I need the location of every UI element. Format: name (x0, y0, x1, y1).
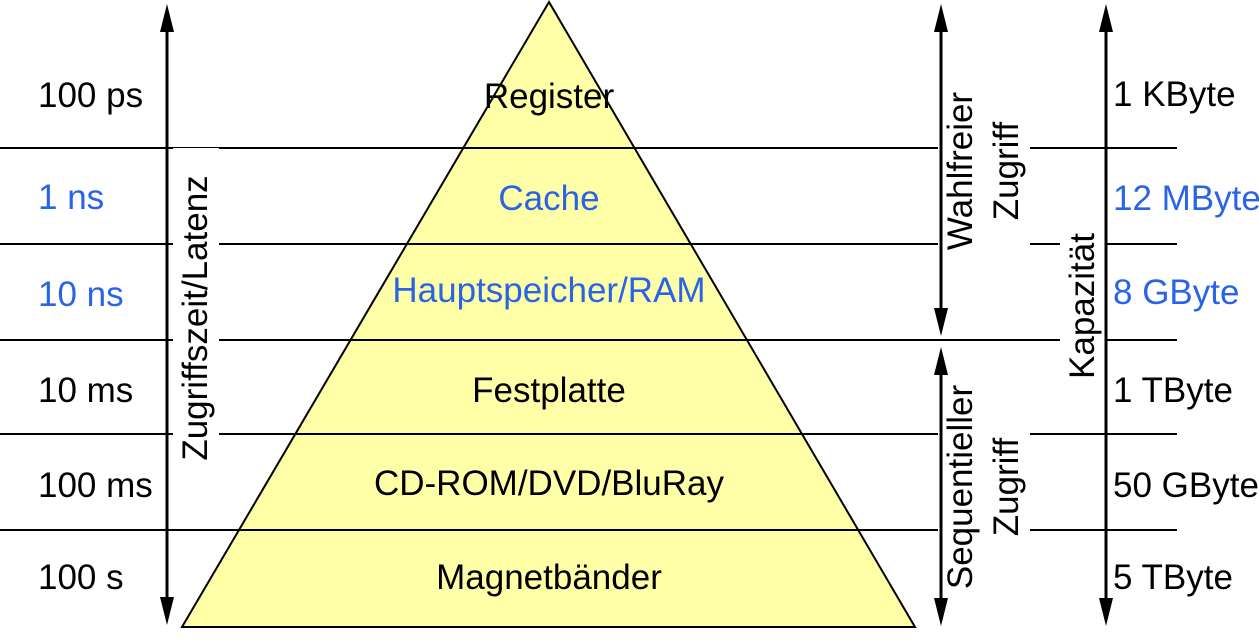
access-time-tape: 100 s (38, 558, 124, 597)
capacity-register: 1 KByte (1113, 75, 1236, 114)
level-name-ram: Hauptspeicher/RAM (392, 271, 706, 310)
access-time-ram: 10 ns (38, 275, 124, 314)
random-access-arrow (934, 4, 948, 336)
capacity-tape: 5 TByte (1113, 558, 1233, 597)
capacity-hdd: 1 TByte (1113, 371, 1233, 410)
latency-axis-arrow (160, 4, 174, 625)
sequential-access-arrow (934, 347, 948, 626)
level-name-register: Register (483, 77, 615, 116)
level-name-hdd: Festplatte (472, 371, 626, 410)
level-name-optical: CD-ROM/DVD/BluRay (373, 464, 725, 503)
capacity-ram: 8 GByte (1113, 273, 1240, 312)
capacity-optical: 50 GByte (1113, 466, 1259, 505)
level-separator-line (0, 529, 1177, 531)
level-separator-line (0, 433, 1177, 435)
access-time-optical: 100 ms (38, 466, 153, 505)
level-separator-line (0, 147, 1177, 149)
capacity-axis-arrow (1099, 4, 1113, 626)
level-name-tape: Magnetbänder (436, 558, 662, 597)
access-time-register: 100 ps (38, 76, 144, 115)
pyramid-shape (180, 0, 917, 628)
access-time-cache: 1 ns (38, 178, 105, 217)
level-name-cache: Cache (498, 179, 600, 218)
level-separator-line (0, 243, 1177, 245)
level-separator-line (0, 339, 1177, 341)
access-time-hdd: 10 ms (38, 371, 134, 410)
capacity-cache: 12 MByte (1113, 179, 1259, 218)
